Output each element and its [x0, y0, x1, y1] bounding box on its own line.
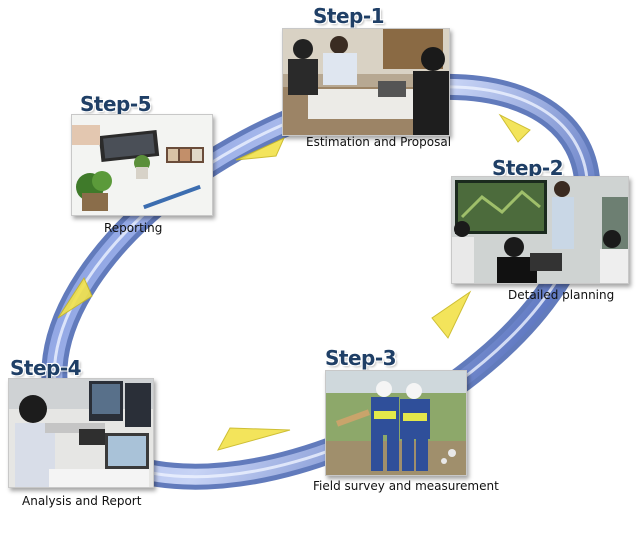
step-2-caption: Detailed planning	[508, 288, 615, 302]
step-1-photo	[282, 28, 450, 136]
step-4-title: Step-4	[10, 356, 82, 380]
arrow-step2-to-step3	[431, 290, 472, 339]
step-5-caption: Reporting	[104, 221, 163, 235]
step-3-title: Step-3	[325, 346, 397, 370]
step-4-photo	[8, 378, 154, 488]
arrow-step5-to-step1	[235, 136, 285, 161]
step-3-photo	[325, 370, 467, 476]
step-1-caption: Estimation and Proposal	[306, 135, 452, 149]
step-3-caption: Field survey and measurement	[313, 479, 499, 493]
arrow-step3-to-step4	[216, 427, 291, 451]
step-5-title: Step-5	[80, 92, 152, 116]
arrow-step4-to-step5	[57, 276, 93, 319]
step-5-photo	[71, 114, 213, 216]
step-1-title: Step-1	[313, 4, 385, 28]
arrow-step1-to-step2	[498, 113, 531, 143]
step-2-photo	[451, 176, 629, 284]
step-4-caption: Analysis and Report	[22, 494, 142, 508]
